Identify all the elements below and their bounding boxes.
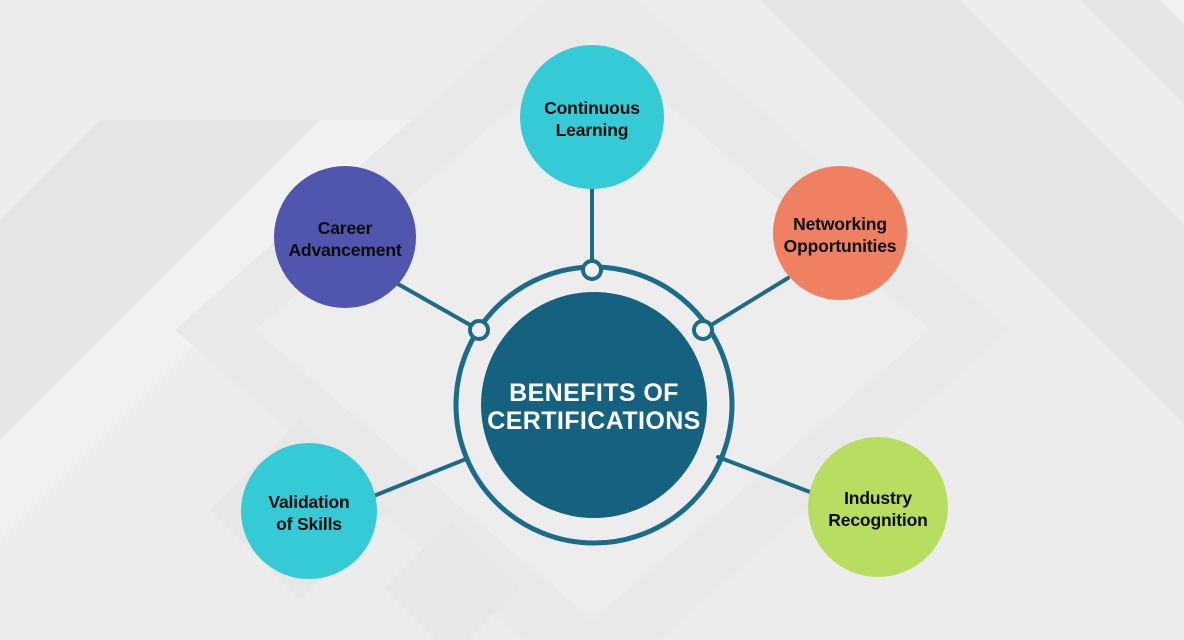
benefit-label-networking-opportunities-line1: Networking	[793, 214, 887, 234]
benefit-circle-networking-opportunities[interactable]	[773, 166, 907, 300]
connector-node-right	[692, 319, 714, 341]
benefit-circle-validation-of-skills[interactable]	[241, 443, 377, 579]
connector-line-validation-of-skills	[374, 457, 468, 497]
center-title-line2: CERTIFICATIONS	[487, 407, 700, 435]
connector-line-career-advancement	[396, 282, 481, 332]
benefit-label-networking-opportunities-line2: Opportunities	[784, 236, 897, 256]
connector-nodes	[468, 259, 714, 341]
center-disc[interactable]	[481, 292, 707, 518]
connector-node-top	[581, 259, 603, 281]
benefit-circle-industry-recognition[interactable]	[808, 437, 948, 577]
center-title-line1: BENEFITS OF	[509, 379, 679, 407]
connector-line-industry-recognition	[716, 455, 812, 494]
connector-lines	[374, 187, 812, 497]
benefit-label-validation-of-skills-line2: of Skills	[276, 514, 342, 534]
benefit-label-industry-recognition-line1: Industry	[844, 488, 912, 508]
benefit-label-validation-of-skills-line1: Validation	[268, 492, 349, 512]
benefit-label-industry-recognition-line2: Recognition	[828, 510, 927, 530]
benefit-label-career-advancement-line1: Career	[318, 218, 373, 238]
connector-line-networking-opportunities	[701, 276, 790, 332]
benefit-label-continuous-learning-line2: Learning	[556, 120, 629, 140]
benefit-circle-continuous-learning[interactable]	[520, 45, 664, 189]
benefit-label-career-advancement-line2: Advancement	[288, 240, 401, 260]
benefit-label-continuous-learning-line1: Continuous	[544, 98, 640, 118]
connector-node-left	[468, 319, 490, 341]
benefit-circle-career-advancement[interactable]	[274, 166, 416, 308]
